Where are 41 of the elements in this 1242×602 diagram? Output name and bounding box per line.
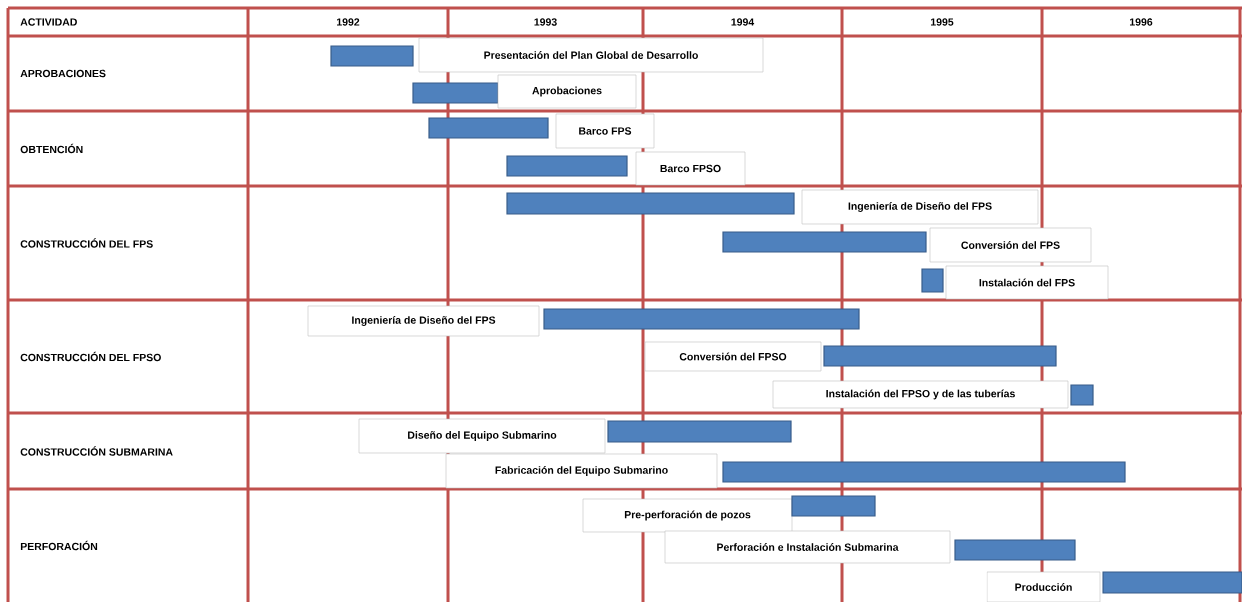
task-label: Conversión del FPS xyxy=(929,227,1092,263)
year-header: 1994 xyxy=(731,18,755,26)
task-label: Pre-perforación de pozos xyxy=(582,498,793,533)
gantt-bar xyxy=(428,117,549,139)
task-label: Barco FPS xyxy=(555,113,655,149)
gantt-bar xyxy=(506,192,795,215)
gantt-bar xyxy=(722,461,1126,483)
task-label: Fabricación del Equipo Submarino xyxy=(445,453,718,489)
year-header: 1993 xyxy=(534,18,557,26)
task-label: Diseño del Equipo Submarino xyxy=(358,418,606,454)
task-label: Instalación del FPS xyxy=(945,265,1109,300)
row-header: PERFORACIÓN xyxy=(20,540,98,551)
gantt-bar xyxy=(1102,571,1242,594)
task-label: Instalación del FPSO y de las tuberías xyxy=(772,380,1069,409)
task-label: Perforación e Instalación Submarina xyxy=(664,530,951,564)
gantt-bar xyxy=(330,45,414,67)
row-header: CONSTRUCCIÓN DEL FPSO xyxy=(20,351,161,362)
task-label: Ingeniería de Diseño del FPS xyxy=(307,305,540,337)
gantt-bar xyxy=(823,345,1057,367)
year-header: 1992 xyxy=(337,18,360,26)
column-header: ACTIVIDAD xyxy=(20,18,77,26)
task-label: Conversión del FPSO xyxy=(644,341,822,372)
row-header: OBTENCIÓN xyxy=(20,143,83,154)
gantt-bar xyxy=(791,495,876,517)
row-header: CONSTRUCCIÓN SUBMARINA xyxy=(20,446,173,456)
task-label: Producción xyxy=(986,571,1101,602)
gantt-bar xyxy=(412,82,499,104)
task-label: Aprobaciones xyxy=(497,74,637,109)
gantt-bar xyxy=(607,420,792,443)
row-header: APROBACIONES xyxy=(20,69,106,78)
gantt-bar xyxy=(543,308,860,330)
gantt-bar xyxy=(954,539,1076,561)
year-header: 1996 xyxy=(1130,18,1153,26)
gantt-bar xyxy=(1070,384,1094,406)
gantt-bar xyxy=(722,231,927,253)
gantt-bar xyxy=(921,268,944,293)
task-label: Barco FPSO xyxy=(635,151,746,186)
gantt-bar xyxy=(506,155,628,177)
task-label: Ingeniería de Diseño del FPS xyxy=(801,189,1039,225)
row-header: CONSTRUCCIÓN DEL FPS xyxy=(20,238,153,248)
year-header: 1995 xyxy=(931,18,954,26)
